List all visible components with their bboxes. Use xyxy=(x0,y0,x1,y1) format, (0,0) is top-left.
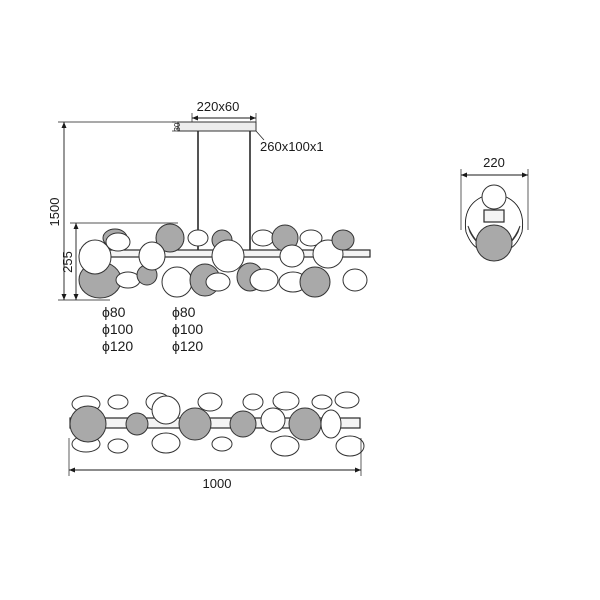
disc-white xyxy=(107,438,129,454)
body-height-dimension: 255 xyxy=(58,222,178,301)
disc-white xyxy=(197,392,223,412)
canopy-size-label: 220x60 xyxy=(197,99,240,114)
disc-white xyxy=(272,391,300,411)
disc-size-label: ϕ100 xyxy=(172,321,203,337)
disc-white xyxy=(299,229,323,247)
front-view-discs xyxy=(78,223,368,299)
side-width-dimension: 220 xyxy=(460,155,529,230)
canopy-plate-label: 260x100x1 xyxy=(260,139,324,154)
disc-white xyxy=(342,268,368,292)
disc-size-label: ϕ120 xyxy=(172,338,203,354)
side-hub xyxy=(483,209,505,223)
total-height-label: 1500 xyxy=(47,198,62,227)
total-length-dimension: 1000 xyxy=(68,438,362,491)
disc-gray xyxy=(331,229,355,251)
disc-white xyxy=(78,239,112,275)
body-height-label: 255 xyxy=(60,251,75,273)
disc-size-label: ϕ80 xyxy=(102,304,126,320)
disc-white xyxy=(107,394,129,410)
disc-size-label: ϕ100 xyxy=(102,321,133,337)
total-length-label: 1000 xyxy=(203,476,232,491)
disc-gray xyxy=(178,407,212,441)
disc-white xyxy=(249,268,279,292)
canopy xyxy=(177,121,257,132)
disc-white xyxy=(187,229,209,247)
disc-white xyxy=(334,391,360,409)
disc-white xyxy=(311,394,333,410)
side-view: 220 xyxy=(460,155,529,262)
disc-white xyxy=(151,395,181,425)
disc-white xyxy=(260,407,286,433)
front-view: 220x60 30 260x100x1 1500 255 xyxy=(47,99,371,354)
disc-size-label: ϕ120 xyxy=(102,338,133,354)
side-disc-top xyxy=(481,184,507,210)
disc-white xyxy=(242,393,264,411)
disc-white xyxy=(279,244,305,268)
disc-white xyxy=(270,435,300,457)
side-width-label: 220 xyxy=(483,155,505,170)
disc-white xyxy=(211,239,245,273)
top-view: 1000 xyxy=(68,391,365,491)
disc-white xyxy=(335,435,365,457)
disc-size-list-right: ϕ80 ϕ100 ϕ120 xyxy=(172,304,203,354)
disc-white xyxy=(211,436,233,452)
disc-gray xyxy=(288,407,322,441)
disc-white xyxy=(138,241,166,271)
disc-size-list-left: ϕ80 ϕ100 ϕ120 xyxy=(102,304,133,354)
disc-white xyxy=(115,271,141,289)
disc-white xyxy=(251,229,275,247)
disc-gray xyxy=(229,410,257,438)
side-disc-bottom xyxy=(475,224,513,262)
disc-size-label: ϕ80 xyxy=(172,304,196,320)
disc-white xyxy=(205,272,231,292)
disc-white xyxy=(161,266,193,298)
disc-gray xyxy=(155,223,185,253)
disc-white xyxy=(105,232,131,252)
canopy-height-label: 30 xyxy=(173,122,182,131)
disc-gray xyxy=(69,405,107,443)
disc-gray xyxy=(125,412,149,436)
disc-white xyxy=(320,409,342,439)
total-height-dimension: 1500 xyxy=(47,121,176,300)
canopy-width-dimension: 220x60 xyxy=(191,99,257,124)
top-view-discs xyxy=(69,391,365,457)
disc-gray xyxy=(299,266,331,298)
disc-white xyxy=(151,432,181,454)
